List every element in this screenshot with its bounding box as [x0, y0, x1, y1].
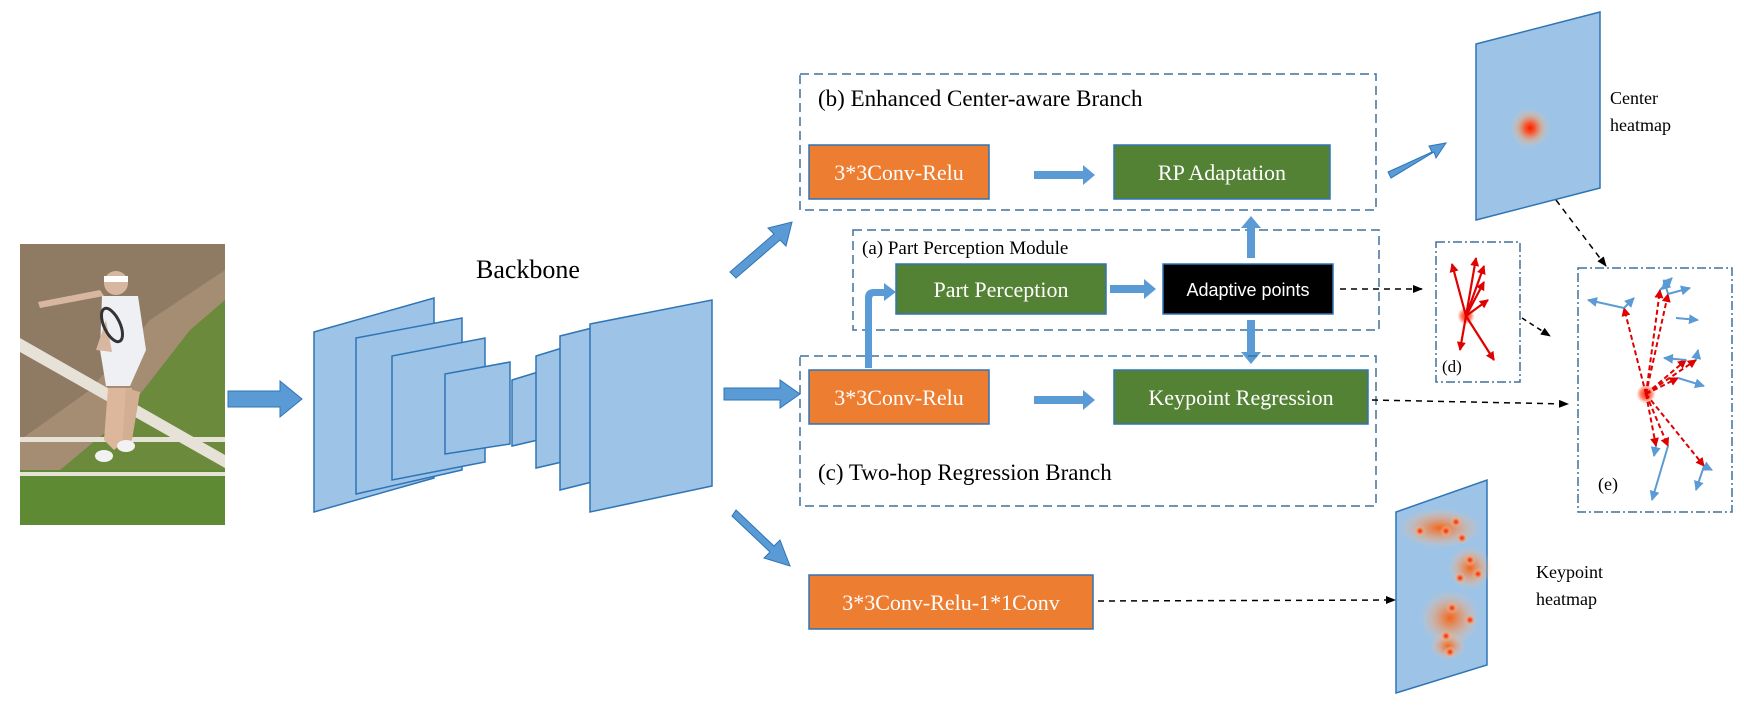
panel-d-label: (d): [1442, 357, 1462, 376]
regression-branch-label: (c) Two-hop Regression Branch: [818, 460, 1112, 485]
keypoint-regression-label: Keypoint Regression: [1148, 385, 1333, 410]
conv-relu-mid-box: [808, 369, 990, 425]
adaptive-points-box: [1162, 263, 1334, 315]
adaptive-points-label: Adaptive points: [1186, 280, 1309, 300]
arrow-rp-to-center-heatmap: [1387, 142, 1448, 179]
arrow-conv-to-keypoint-regression: [1034, 390, 1095, 410]
tennis-player-figure: [38, 271, 146, 462]
panel-e-label: (e): [1598, 474, 1618, 495]
part-perception-module-label: (a) Part Perception Module: [862, 238, 1068, 259]
panel-d-frame: [1435, 241, 1521, 383]
rp-adaptation-label: RP Adaptation: [1158, 160, 1286, 185]
arrow-backbone-to-keypoint-heatmap: [731, 509, 791, 567]
center-branch-frame: [799, 73, 1377, 211]
panel-e-arrows: [1587, 277, 1713, 501]
part-perception-module-frame: [852, 229, 1380, 331]
keypoint-heatmap-label-1: Keypoint: [1536, 562, 1603, 582]
conv-relu-conv-box: [808, 574, 1094, 630]
conv-relu-top-box: [808, 144, 990, 200]
conv-relu-mid-label: 3*3Conv-Relu: [834, 385, 964, 410]
arrow-conv-to-part-perception: [865, 283, 896, 368]
panel-d-arrows: [1449, 257, 1495, 361]
dashed-conv-to-keypoint-heatmap: [1097, 596, 1396, 605]
arrow-part-to-adaptive: [1110, 279, 1156, 299]
input-image: [20, 244, 225, 525]
arrow-adaptive-to-rp: [1241, 216, 1261, 258]
dashed-regression-to-e: [1371, 399, 1569, 408]
keypoint-heatmap: [1395, 478, 1492, 695]
rp-adaptation-box: [1113, 144, 1331, 200]
conv-relu-conv-label: 3*3Conv-Relu-1*1Conv: [842, 590, 1060, 615]
keypoint-heatmap-label-2: heatmap: [1536, 589, 1597, 609]
backbone-planes: [313, 297, 713, 513]
keypoint-regression-box: [1113, 369, 1369, 425]
center-branch-label: (b) Enhanced Center-aware Branch: [818, 86, 1143, 111]
regression-branch-frame: [799, 355, 1377, 507]
conv-relu-top-label: 3*3Conv-Relu: [834, 160, 964, 185]
arrow-backbone-to-regression-branch: [723, 379, 801, 409]
panel-e-frame: [1577, 267, 1733, 513]
part-perception-label: Part Perception: [933, 277, 1068, 302]
arrow-backbone-to-center-branch: [729, 221, 793, 279]
dashed-center-heatmap-to-e: [1555, 199, 1607, 267]
arrow-conv-to-rp: [1034, 165, 1095, 185]
center-heatmap: [1475, 11, 1601, 221]
backbone-label: Backbone: [476, 255, 580, 284]
center-heatmap-label-1: Center: [1610, 88, 1658, 108]
center-heatmap-label-2: heatmap: [1610, 115, 1671, 135]
arrow-image-to-backbone: [227, 379, 303, 419]
part-perception-box: [895, 263, 1107, 315]
dashed-d-to-e: [1521, 317, 1551, 337]
arrow-adaptive-to-keypoint-regression: [1241, 320, 1261, 364]
